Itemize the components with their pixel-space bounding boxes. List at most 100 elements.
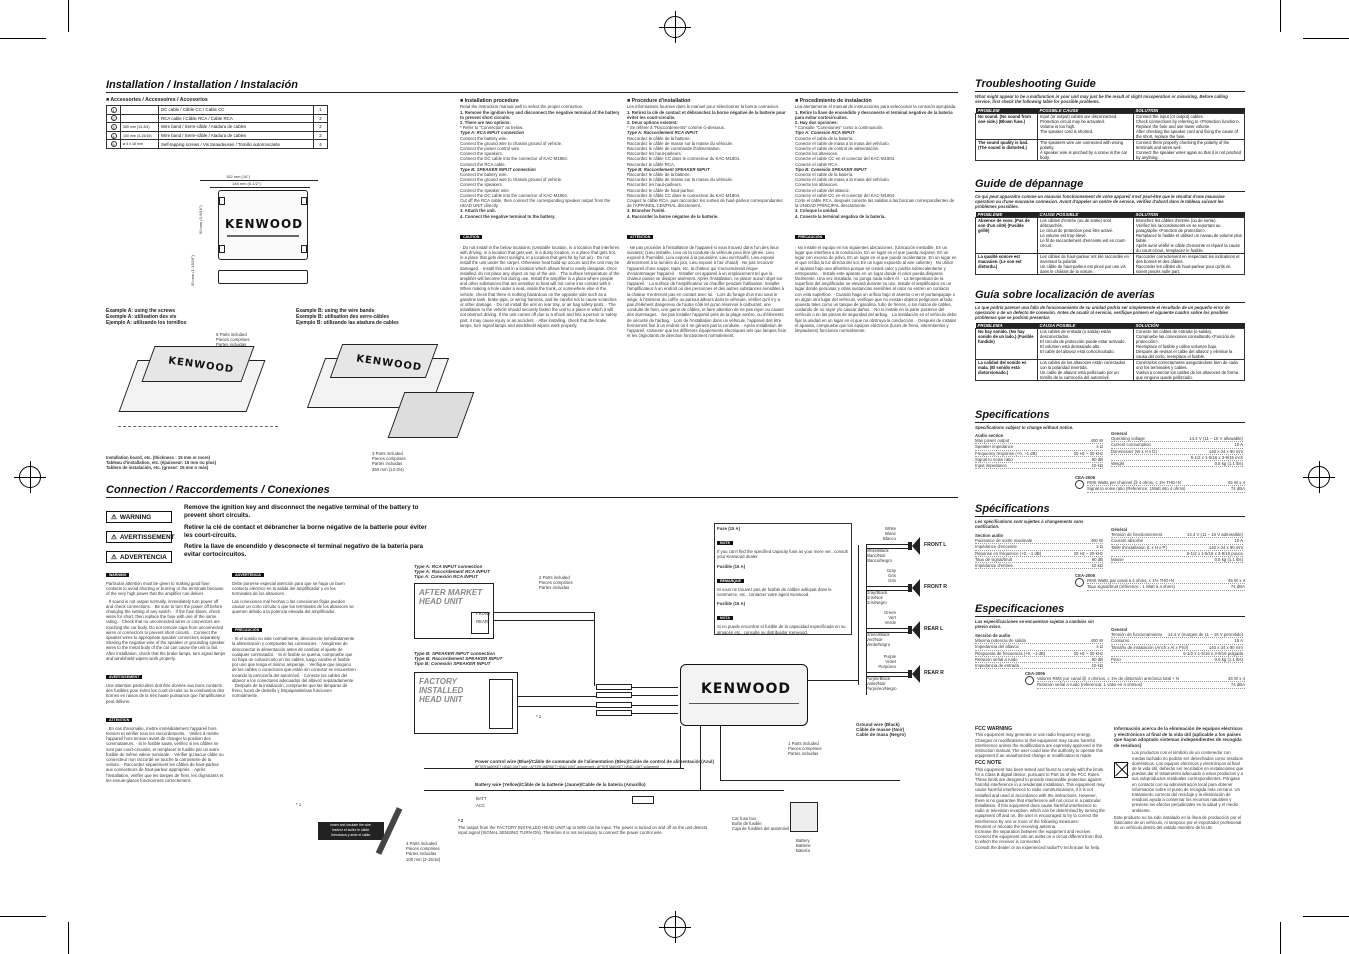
- dim-depth: 90 mm (3-9/16"): [198, 205, 203, 234]
- procedure-step: Type B: SPEAKER INPUT connection: [460, 166, 536, 172]
- troubleshooting-intro-es: Lo que podría parecer una falla de funci…: [975, 305, 1230, 321]
- power-wire-sub: AFTER MARKET HEAD UNIT only / AFTER MARK…: [475, 765, 660, 769]
- procedure-step: Raccordez le câble de la batterie.: [627, 135, 691, 141]
- warning-text-es: Retire la llave de encendido y desconect…: [184, 543, 424, 558]
- specifications-title-en: Specifications: [975, 409, 1050, 421]
- caution-badge-en: CAUTION: [460, 234, 483, 239]
- procedure-step: Tipo B: Conexión SPEAKER INPUT: [795, 166, 867, 172]
- procedure-step: 4. Connect the negative terminal to the …: [460, 213, 556, 219]
- procedure-step: Conecte el cable CC en el conector del K…: [795, 192, 896, 198]
- spec-item: Taille d'installation (L x H x P)140 x 3…: [1111, 544, 1243, 551]
- procedure-step: 3. Coloque la unidad.: [795, 208, 839, 214]
- speaker-icon: [908, 579, 920, 597]
- procedure-step: Raccordez le câble de masse sur la masse…: [627, 140, 734, 146]
- spec-item: Dimensions (W x H x D)140 x 34 x 90 mm: [1111, 448, 1243, 455]
- spec-item: Specifications subject to change without…: [975, 425, 1074, 430]
- fcc-section: FCC WARNING This equipment may generate …: [975, 726, 1105, 850]
- troubleshooting-header: SOLUCIÓN: [1133, 323, 1245, 329]
- spec-item: CEA-2006: [1075, 475, 1096, 480]
- fcc-warning-text: This equipment may generate or use radio…: [975, 732, 1103, 759]
- procedure-step: Raccordez les haut-parleurs.: [627, 182, 682, 188]
- procedure-step: Conecte el cable de la batería.: [795, 135, 854, 141]
- procedure-step: Raccordez les haut-parleurs.: [627, 151, 682, 157]
- speaker-icon: [908, 621, 920, 639]
- procedure-step: 1. Retirez la clé de contact et débranch…: [627, 109, 786, 120]
- warning-text-en: Remove the ignition key and disconnect t…: [184, 504, 419, 519]
- procedure-step: 1. Retire la llave de encendido y descon…: [795, 109, 953, 120]
- procedure-step: Connect the DC cable into the connector …: [460, 156, 568, 162]
- troubleshooting-row: La qualité sonore est mauvaise. (Le son …: [975, 253, 1245, 275]
- accessory-row: 5 ø 4 x 16 mm Self-tapping screws / Vis …: [106, 139, 328, 149]
- fcc-warning-title: FCC WARNING: [975, 726, 1013, 732]
- spec-item: Valores RMS por canal @ 4 ohmios, ≤ 1% d…: [1025, 676, 1245, 689]
- spec-item: Valores RMS por canal @ 4 ohmios, ≤ 1% d…: [1037, 676, 1245, 689]
- battery-icon: [790, 802, 818, 832]
- troubleshooting-header: POSSIBLE CAUSE: [1037, 108, 1134, 114]
- spec-item: General: [1111, 431, 1128, 436]
- warning-row-en: ⚠ WARNING: [106, 506, 172, 524]
- example-b-illustration: KENWOOD: [296, 336, 476, 448]
- factory-head-unit: FACTORY INSTALLED HEAD UNIT: [414, 672, 518, 734]
- procedure-step: Coupez le câble RCA, puis raccordez les …: [627, 197, 783, 209]
- procedure-step: 3. Attach the unit.: [460, 208, 496, 214]
- fcc-measure: Increase the separation between the equi…: [975, 829, 1092, 835]
- spec-item: RMS Watts par canal à 4 ohms, ≤ 1% THD+N…: [1087, 578, 1245, 585]
- cea-logo-icon: [1075, 480, 1084, 490]
- troubleshooting-header: SOLUTION: [1133, 212, 1245, 218]
- spec-item: Sección de audio: [975, 633, 1011, 638]
- weee-bin-icon: [1114, 762, 1129, 778]
- fcc-measure: Reorient or relocate the receiving anten…: [975, 823, 1057, 829]
- procedure-step: Raccordez le câble CC dans le connecteur…: [627, 156, 741, 162]
- speaker-label: FRONT R: [924, 584, 948, 590]
- fuse-symbol: [632, 796, 654, 804]
- troubleshooting-intro-en: What might appear to be a malfunction in…: [975, 94, 1228, 105]
- spec-item: RMS Watts par canal à 4 ohms, ≤ 1% THD+N…: [1087, 578, 1245, 591]
- procedure-step: Type A: RCA INPUT connection: [460, 130, 524, 136]
- disposal-title: Información acerca de la eliminación de …: [1114, 726, 1243, 748]
- procedure-step: Raccordez le câble de commande d'aliment…: [627, 145, 721, 151]
- spec-item: Les spécifications sont sujettes à chang…: [975, 519, 1084, 530]
- procedure-step: Conecte los altavoces.: [795, 182, 839, 188]
- example-a-illustration: KENWOOD: [118, 342, 278, 442]
- procedure-step: Connect the power control wire.: [460, 145, 521, 151]
- warning-text-fr: Retirer la clé de contact et débrancher …: [184, 524, 427, 539]
- insulate-box: Insert and insulate the wire.Insérez et …: [318, 822, 384, 840]
- procedure-step: Connect the DC cable into the connector …: [460, 192, 568, 198]
- cea-logo-icon: [1025, 676, 1034, 686]
- procedure-step: * Consulte "Conexiones" como a continuac…: [795, 125, 884, 131]
- note-badge-en: NOTE: [717, 541, 733, 546]
- procedure-step: * Se référer à "Raccordements" comme ci-…: [627, 125, 726, 131]
- dim-height: 50 mm (1-15/16"): [190, 255, 195, 286]
- troubleshooting-header: PROBLEM: [975, 108, 1038, 114]
- spec-item: CEA-2006 Valores RMS por canal @ 4 ohmio…: [1025, 671, 1245, 689]
- specifications-fr: Les spécifications sont sujettes à chang…: [975, 519, 1245, 599]
- install-board-caption: Installation board, etc. (thickness : 15…: [106, 455, 217, 471]
- fuse-label-en: Fuse (15 A): [717, 526, 741, 531]
- procedure-step: 3. Brancher l'unité.: [627, 208, 666, 214]
- spec-item: Taux signal/bruit (référence : 1 Watt à …: [1087, 584, 1245, 591]
- fuse-label-fr: Fusible (15 A): [717, 563, 746, 569]
- spec-item: Frequency response (+0, −1 dB)20 Hz – 20…: [975, 450, 1103, 457]
